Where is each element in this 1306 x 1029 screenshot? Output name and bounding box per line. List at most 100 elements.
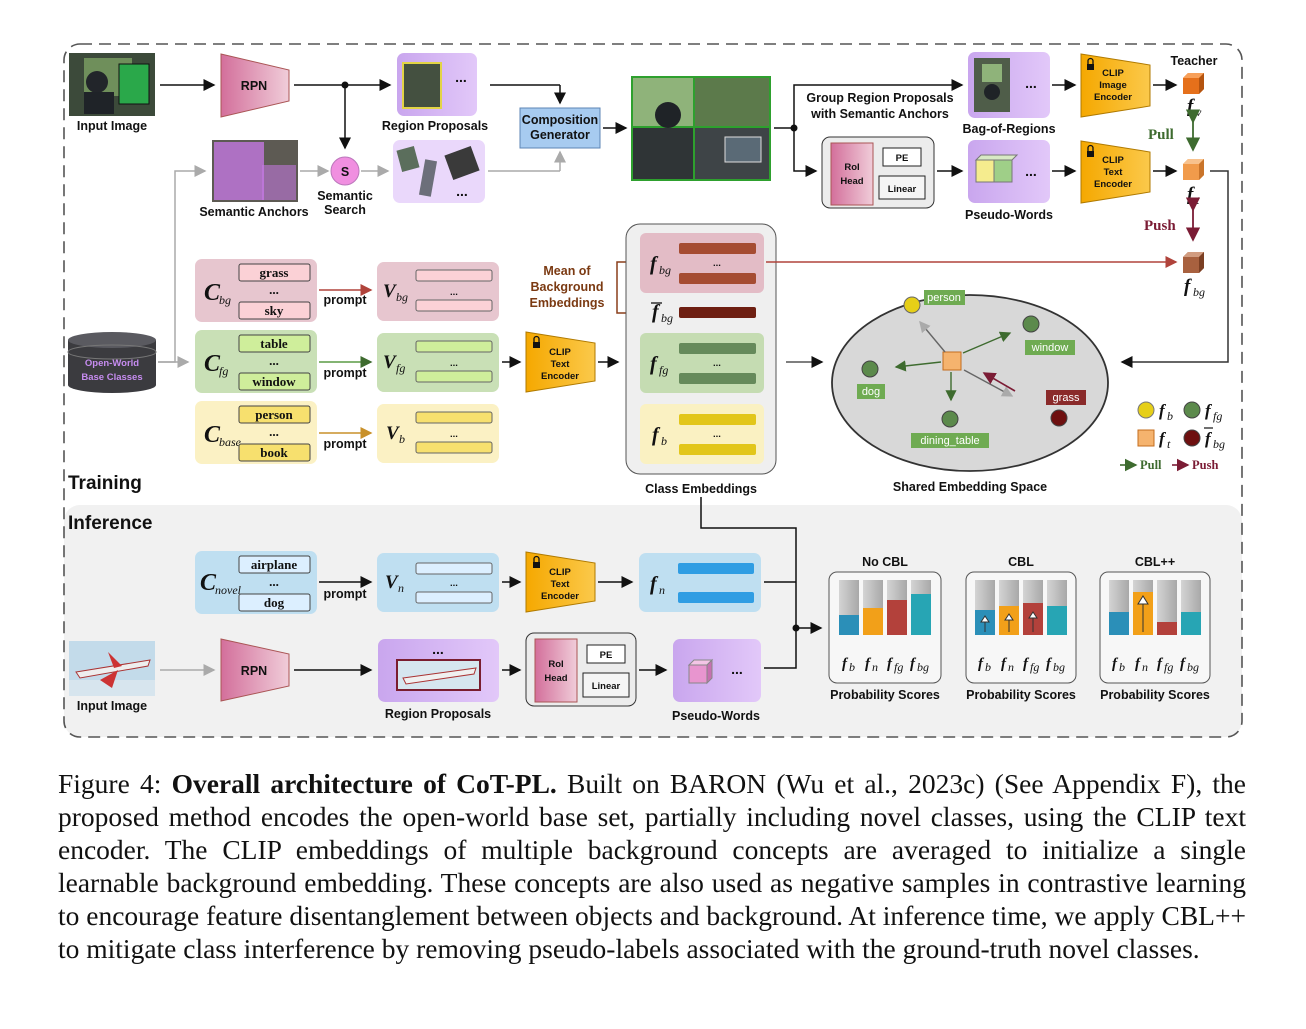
svg-text:bg: bg <box>396 290 408 304</box>
inference-region-proposals: ... <box>378 639 499 702</box>
inference-roi-head-group <box>525 632 637 707</box>
bag-of-regions-box: ... <box>968 52 1050 118</box>
section-training: Training <box>68 473 142 494</box>
group-label-2: with Semantic Anchors <box>810 107 949 121</box>
svg-text:C: C <box>204 351 221 377</box>
svg-text:fg: fg <box>219 364 228 378</box>
svg-text:f: f <box>1180 656 1187 672</box>
svg-text:t: t <box>1167 437 1171 451</box>
space-label-dog: dog <box>862 386 880 398</box>
training-clip-text-encoder-top: CLIP Text Encoder <box>1080 140 1151 204</box>
svg-text:f: f <box>1205 429 1213 448</box>
svg-text:fg: fg <box>1030 660 1039 674</box>
svg-text:Probability Scores: Probability Scores <box>830 688 940 702</box>
teacher-cube-fv <box>1183 73 1204 94</box>
c-fg-word-1: table <box>260 336 288 351</box>
svg-text:Base Classes: Base Classes <box>81 372 142 383</box>
svg-text:base: base <box>219 435 242 449</box>
shared-space-label: Shared Embedding Space <box>893 480 1047 494</box>
svg-text:...: ... <box>713 258 721 269</box>
pull-label: Pull <box>1148 127 1174 143</box>
svg-text:...: ... <box>450 429 458 440</box>
svg-text:f: f <box>652 424 661 446</box>
background-cube-fbg <box>1183 252 1204 273</box>
svg-text:PE: PE <box>600 650 613 661</box>
svg-text:...: ... <box>455 69 467 85</box>
inference-input-image <box>69 641 155 696</box>
svg-text:fg: fg <box>1213 409 1222 423</box>
c-bg-word-1: grass <box>260 265 289 280</box>
svg-text:...: ... <box>432 641 444 657</box>
inference-pseudo-words: ... <box>673 639 761 702</box>
svg-text:f: f <box>650 573 659 595</box>
figure-caption: Figure 4: Overall architecture of CoT-PL… <box>58 767 1246 965</box>
inference-panel <box>64 505 1242 737</box>
svg-text:f: f <box>650 253 659 275</box>
svg-text:f: f <box>1187 184 1195 205</box>
svg-text:f: f <box>1159 401 1167 420</box>
svg-text:b: b <box>849 660 855 674</box>
svg-text:Linear: Linear <box>592 681 621 692</box>
inference-pseudo-words-label: Pseudo-Words <box>672 709 760 723</box>
svg-text:bg: bg <box>1193 285 1205 299</box>
svg-text:f: f <box>1184 276 1192 297</box>
training-rpn <box>220 53 290 118</box>
mean-bg-label-1: Mean of <box>543 264 591 278</box>
training-input-image <box>69 53 155 116</box>
svg-text:f: f <box>1135 656 1142 672</box>
svg-text:bg: bg <box>1213 437 1225 451</box>
svg-text:f: f <box>650 353 659 375</box>
inference-input-image-label: Input Image <box>77 699 147 713</box>
mean-bg-label-3: Embeddings <box>529 296 604 310</box>
svg-text:f: f <box>842 656 849 672</box>
svg-text:f: f <box>1205 401 1213 420</box>
shared-embedding-space <box>831 294 1109 472</box>
svg-text:f: f <box>978 656 985 672</box>
space-label-window: window <box>1031 342 1069 354</box>
svg-text:V: V <box>383 352 397 373</box>
svg-text:CLIP: CLIP <box>549 567 571 578</box>
inference-clip-text-encoder: CLIP Text Encoder <box>525 551 596 613</box>
svg-text:...: ... <box>269 353 279 368</box>
svg-text:...: ... <box>450 287 458 298</box>
svg-text:CBL++: CBL++ <box>1135 555 1175 569</box>
svg-text:b: b <box>399 432 405 446</box>
architecture-figure: Training Inference Input Image RPN ... R… <box>63 43 1243 738</box>
svg-text:f: f <box>865 656 872 672</box>
svg-text:Encoder: Encoder <box>1094 92 1132 103</box>
svg-text:fg: fg <box>894 660 903 674</box>
c-novel-word-1: airplane <box>251 557 297 572</box>
svg-text:Encoder: Encoder <box>1094 179 1132 190</box>
svg-text:f: f <box>1112 656 1119 672</box>
space-label-person: person <box>927 292 961 304</box>
svg-text:bg: bg <box>1053 660 1065 674</box>
svg-text:C: C <box>200 570 217 596</box>
student-cube-ft <box>1183 159 1204 180</box>
space-label-dining-table: dining_table <box>920 435 979 447</box>
c-novel-word-3: dog <box>264 595 285 610</box>
svg-text:RPN: RPN <box>241 79 267 93</box>
svg-text:b: b <box>1119 660 1125 674</box>
svg-text:Composition: Composition <box>522 113 598 127</box>
c-fg-word-3: window <box>252 374 296 389</box>
svg-text:CLIP: CLIP <box>1102 68 1124 79</box>
svg-text:V: V <box>383 281 397 302</box>
svg-text:No CBL: No CBL <box>862 555 908 569</box>
teacher-label: Teacher <box>1170 54 1217 68</box>
svg-text:C: C <box>204 280 221 306</box>
svg-text:fg: fg <box>396 361 405 375</box>
svg-text:Open-World: Open-World <box>85 358 139 369</box>
svg-text:Head: Head <box>544 673 567 684</box>
svg-text:Generator: Generator <box>530 128 590 142</box>
svg-text:Text: Text <box>551 359 571 370</box>
svg-text:Linear: Linear <box>888 184 917 195</box>
svg-text:bg: bg <box>659 263 671 277</box>
svg-text:Text: Text <box>551 579 571 590</box>
composed-regions-image <box>631 76 771 181</box>
semantic-anchors-image <box>212 140 298 202</box>
svg-text:prompt: prompt <box>323 293 367 307</box>
svg-text:Push: Push <box>1192 458 1218 472</box>
region-proposals-label: Region Proposals <box>382 119 488 133</box>
